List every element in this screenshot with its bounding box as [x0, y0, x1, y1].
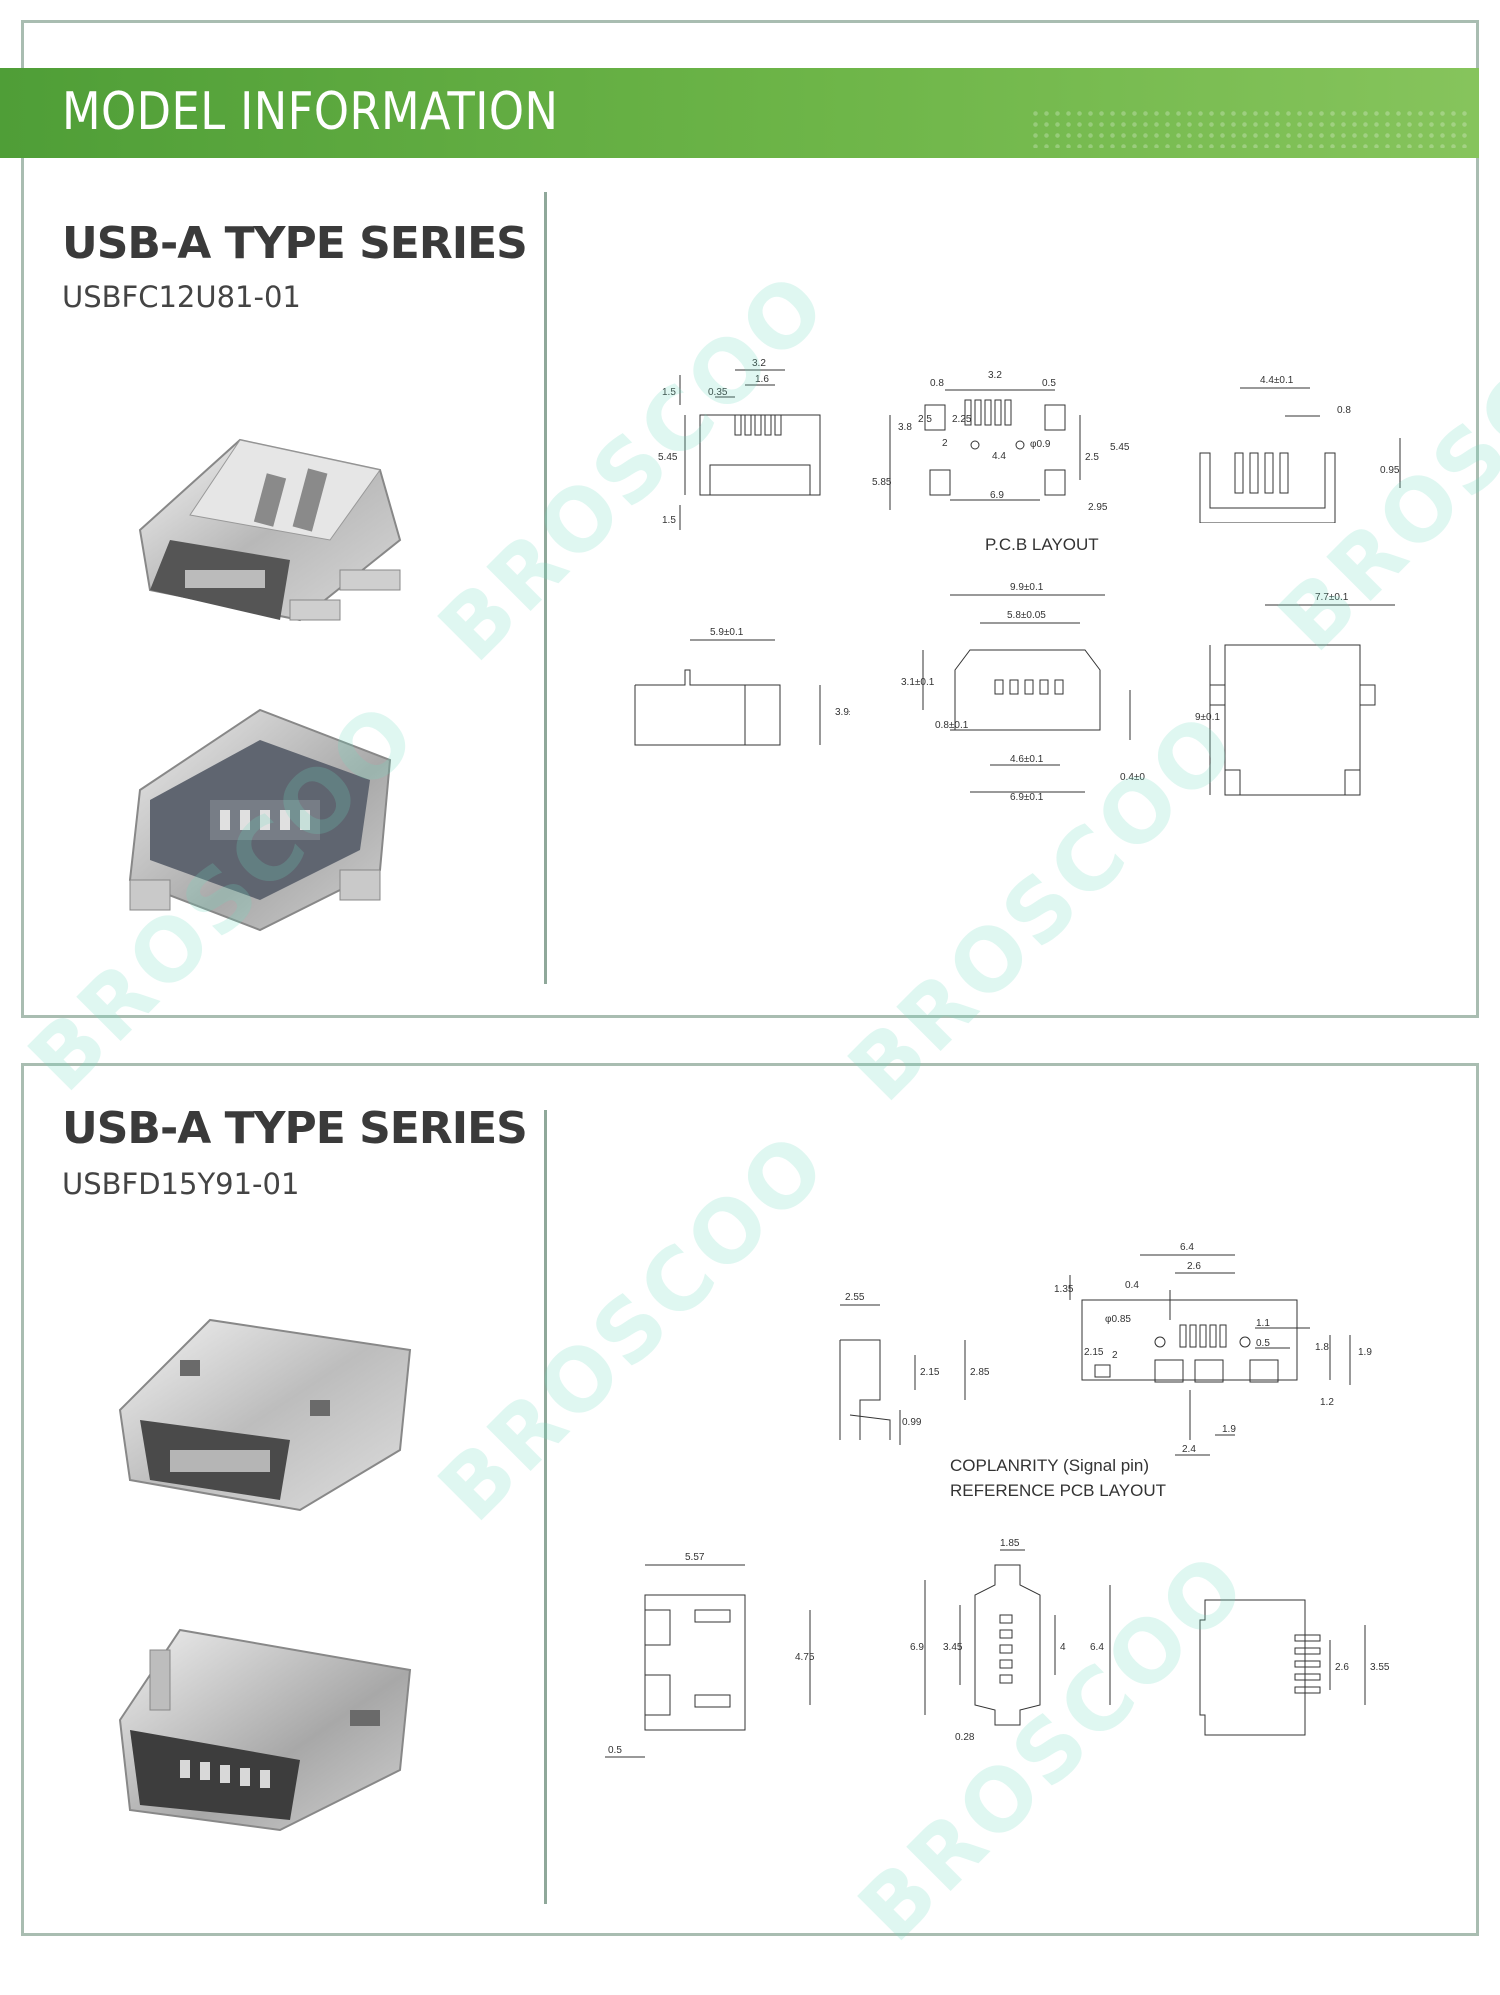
dim-label: 4.4 [992, 451, 1006, 462]
coplanarity-caption: COPLANRITY (Signal pin) REFERENCE PCB LA… [950, 1453, 1166, 1503]
dim-label: 3.1±0.1 [901, 677, 935, 688]
dim-label: 0.5 [1256, 1338, 1270, 1349]
dim-label: 5.45 [1110, 442, 1130, 453]
dim-label: 2 [1112, 1350, 1118, 1361]
dim-label: 4 [1060, 1642, 1066, 1653]
dim-label: 9±0.1 [1195, 712, 1220, 723]
pcb-layout-caption: P.C.B LAYOUT [985, 535, 1099, 554]
series-title-1: USB-A TYPE SERIES [62, 218, 528, 269]
dim-label: 0.5 [608, 1745, 622, 1756]
dim-label: 6.4 [1090, 1642, 1104, 1653]
dim-label: 2 [942, 438, 948, 449]
dim-label: 5.8±0.05 [1007, 610, 1046, 621]
dim-label: 6.9±0.1 [1010, 792, 1044, 803]
dim-label: 1.85 [1000, 1538, 1020, 1549]
drawing-section-view-2: 5.57 4.75 0.5 [605, 1552, 815, 1758]
drawing-top-view-1: 7.7±0.1 9±0.1 [1195, 592, 1395, 796]
dim-label: 1.35 [1054, 1284, 1074, 1295]
dim-label: 7.7±0.1 [1315, 592, 1349, 603]
dim-label: 0.99 [902, 1417, 922, 1428]
dim-label: 6.4 [1180, 1242, 1194, 1253]
dim-label: 1.2 [1320, 1397, 1334, 1408]
dim-label: 3.9±0.1 [835, 707, 850, 718]
drawing-front-view-1: 3.2 1.6 0.35 1.5 5.45 1.5 [658, 358, 821, 530]
dim-label: 0.8 [1337, 405, 1351, 416]
dim-label: 3.2 [988, 370, 1002, 381]
dim-label: 3.45 [943, 1642, 963, 1653]
dim-label: 1.9 [1222, 1424, 1236, 1435]
dim-label: 0.28 [955, 1732, 975, 1743]
drawing-bottom-view-1: 5.9±0.1 3.9±0.1 [634, 627, 850, 746]
dim-label: 4.6±0.1 [1010, 754, 1044, 765]
dim-label: 2.95 [1088, 502, 1108, 513]
dim-label: 1.1 [1256, 1318, 1270, 1329]
dim-label: 6.9 [990, 490, 1004, 501]
drawing-pcb-layout-1: 0.8 3.2 0.5 3.8 2.5 2.25 2 4.4 φ0.9 2.5 … [872, 370, 1130, 513]
section-2-divider [544, 1110, 547, 1904]
dim-label: 2.6 [1335, 1662, 1349, 1673]
dim-label: 0.8 [930, 378, 944, 389]
dim-label: 5.9±0.1 [710, 627, 744, 638]
dim-label: 1.5 [662, 387, 676, 398]
banner-dot-pattern [1030, 108, 1470, 148]
dim-label: 5.57 [685, 1552, 705, 1563]
dim-label: 2.6 [1187, 1261, 1201, 1272]
product-photo-mini-usb-front [138, 438, 402, 622]
dim-label: 9.9±0.1 [1010, 582, 1044, 593]
dim-label: 3.55 [1370, 1662, 1390, 1673]
dim-label: 2.5 [1085, 452, 1099, 463]
dim-label: φ0.85 [1105, 1314, 1131, 1325]
dim-label: φ0.9 [1030, 439, 1051, 450]
dim-label: 0.4 [1125, 1280, 1139, 1291]
model-information-banner: MODEL INFORMATION [0, 68, 1479, 158]
banner-title: MODEL INFORMATION [62, 82, 559, 142]
product-photo-micro-usb-front [118, 1318, 412, 1512]
dim-label: 0.5 [1042, 378, 1056, 389]
dim-label: 1.5 [662, 515, 676, 526]
dim-label: 0.95 [1380, 465, 1400, 476]
dim-label: 2.15 [920, 1367, 940, 1378]
dim-label: 2.5 [918, 414, 932, 425]
dim-label: 5.45 [658, 452, 678, 463]
drawing-side-view-2: 2.55 2.15 2.85 0.99 [839, 1292, 990, 1445]
model-number-1: USBFC12U81-01 [62, 280, 301, 314]
dim-label: 2.4 [1182, 1444, 1196, 1455]
drawing-side-view-1: 4.4±0.1 0.8 0.95 [1199, 375, 1401, 523]
product-photo-micro-usb-back [118, 1628, 412, 1832]
dim-label: 2.55 [845, 1292, 865, 1303]
drawing-front-detail-1: 9.9±0.1 5.8±0.05 3.1±0.1 0.8±0.1 4.6±0.1… [901, 582, 1145, 803]
dim-label: 4.75 [795, 1652, 815, 1663]
dim-label: 6.9 [910, 1642, 924, 1653]
dim-label: 2.25 [952, 414, 972, 425]
dim-label: 0.35 [708, 387, 728, 398]
dim-label: 0.4±0.08 [1120, 772, 1145, 783]
drawing-rear-view-2: 2.6 3.55 [1199, 1599, 1390, 1736]
section-1-divider [544, 192, 547, 984]
dim-label: 5.85 [872, 477, 892, 488]
dim-label: 1.9 [1358, 1347, 1372, 1358]
dim-label: 1.6 [755, 374, 769, 385]
series-title-2: USB-A TYPE SERIES [62, 1103, 528, 1154]
dim-label: 2.15 [1084, 1347, 1104, 1358]
dim-label: 1.8 [1315, 1342, 1329, 1353]
dim-label: 3.8 [898, 422, 912, 433]
dim-label: 3.2 [752, 358, 766, 369]
caption-line-1: COPLANRITY (Signal pin) [950, 1456, 1150, 1475]
drawing-reference-pcb-2: 6.4 2.6 0.4 1.35 φ0.85 1.1 0.5 1.8 1.9 2… [1054, 1242, 1372, 1456]
caption-line-2: REFERENCE PCB LAYOUT [950, 1481, 1167, 1500]
drawing-front-view-2: 1.85 6.9 3.45 4 6.4 0.28 [910, 1538, 1111, 1743]
dim-label: 2.85 [970, 1367, 990, 1378]
product-photo-mini-usb-back [128, 708, 392, 932]
model-number-2: USBFD15Y91-01 [62, 1167, 300, 1201]
dim-label: 4.4±0.1 [1260, 375, 1294, 386]
dim-label: 0.8±0.1 [935, 720, 969, 731]
